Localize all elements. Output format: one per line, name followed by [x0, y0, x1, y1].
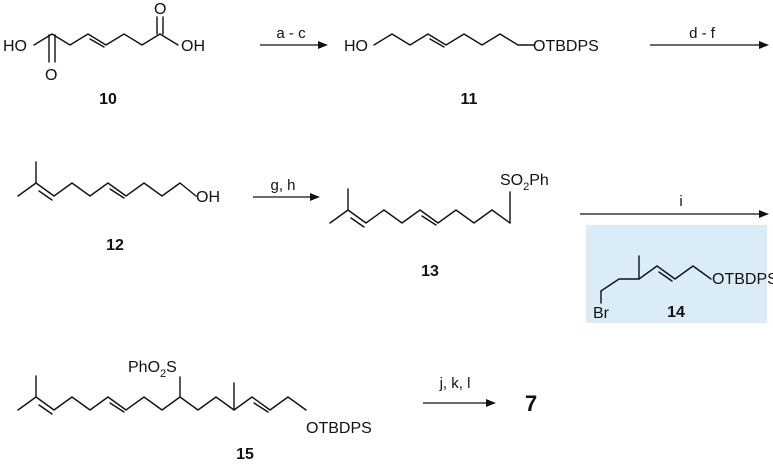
compound-11-double-bond: [429, 38, 445, 48]
compound-13-number: 13: [421, 263, 439, 280]
conditions-i: i: [679, 193, 682, 210]
sulfonyl-label: PhO2S: [128, 359, 177, 380]
compound-11-chain: [373, 33, 535, 46]
carbonyl-left-oxygen: O: [45, 67, 57, 84]
compound-12-double-bond-2: [109, 188, 125, 199]
compound-15-chain: [17, 396, 307, 411]
reaction-arrow-j-k-l: j, k, l: [423, 375, 496, 407]
compound-13: SO2Ph 13: [329, 172, 549, 280]
hydroxyl-right-label: OH: [181, 38, 205, 55]
arrow-j-k-l-head: [486, 399, 496, 407]
sulfonyl-subscript: 2: [160, 368, 166, 380]
sulfonyl-subscript: 2: [523, 181, 529, 193]
compound-13-chain: [329, 209, 511, 224]
hydroxyl-label: OH: [196, 189, 220, 206]
reaction-arrow-a-c: a - c: [260, 25, 328, 49]
conditions-d-f: d - f: [689, 25, 716, 42]
reagent-highlight-box: [586, 225, 767, 323]
compound-14-double-bond: [658, 271, 673, 282]
compound-10-double-bond: [89, 38, 105, 48]
reaction-arrow-d-f: d - f: [650, 25, 769, 49]
bromine-label: Br: [593, 305, 610, 322]
sulfonyl-pho: PhO: [128, 359, 160, 376]
compound-13-double-bond-2: [421, 215, 437, 226]
otbdps-label: OTBDPS: [712, 271, 773, 288]
sulfonyl-so: SO: [500, 172, 523, 189]
compound-14: Br OTBDPS 14: [586, 225, 773, 323]
hydroxyl-label: HO: [344, 38, 368, 55]
reaction-arrow-g-h: g, h: [253, 177, 320, 201]
arrow-i-head: [759, 210, 769, 218]
sulfonyl-ph: Ph: [529, 172, 549, 189]
compound-11: HO OTBDPS 11: [344, 33, 599, 108]
compound-12-double-bond-1: [38, 190, 53, 201]
compound-11-number: 11: [461, 91, 478, 108]
sulfonyl-s: S: [166, 359, 177, 376]
compound-10-chain: [33, 33, 179, 46]
reaction-arrow-i: i: [580, 193, 769, 218]
compound-10: HO O O OH 10: [3, 1, 205, 108]
sulfonyl-label: SO2Ph: [500, 172, 549, 193]
compound-15-double-bond-2: [109, 402, 125, 413]
compound-15-number: 15: [236, 446, 254, 463]
compound-14-chain: [600, 265, 712, 292]
compound-14-number: 14: [667, 304, 685, 321]
arrow-g-h-head: [310, 193, 320, 201]
compound-12-chain: [17, 182, 197, 197]
conditions-g-h: g, h: [270, 177, 295, 194]
compound-15-double-bond-1: [38, 404, 53, 415]
product-7-number: 7: [525, 391, 537, 416]
conditions-j-k-l: j, k, l: [439, 375, 471, 392]
compound-12-number: 12: [106, 237, 124, 254]
arrow-a-c-head: [318, 41, 328, 49]
compound-15: PhO2S OTBDPS 15: [17, 359, 372, 463]
compound-10-number: 10: [99, 91, 117, 108]
compound-12: OH 12: [17, 161, 220, 254]
carbonyl-right-oxygen: O: [154, 1, 166, 18]
otbdps-label: OTBDPS: [306, 420, 372, 437]
compound-15-double-bond-3: [253, 402, 269, 413]
conditions-a-c: a - c: [276, 25, 306, 42]
hydroxyl-left-label: HO: [3, 38, 27, 55]
compound-13-double-bond-1: [350, 217, 365, 228]
otbdps-label: OTBDPS: [533, 38, 599, 55]
arrow-d-f-head: [759, 41, 769, 49]
